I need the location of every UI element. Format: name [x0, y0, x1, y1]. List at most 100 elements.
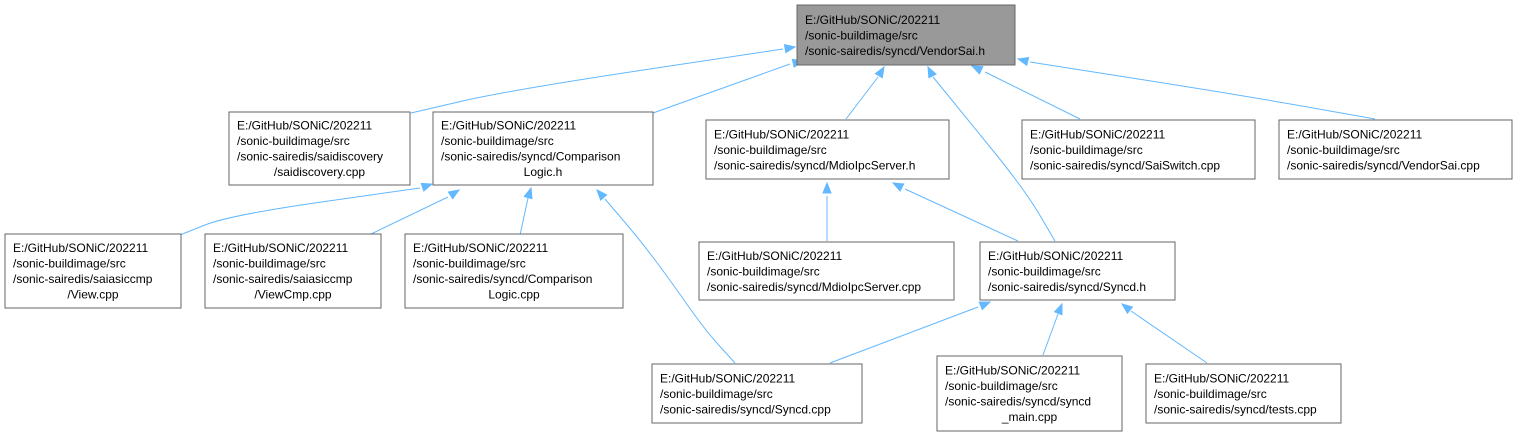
edge-arrowhead: [978, 301, 992, 311]
node-label-line: E:/GitHub/SONiC/202211: [707, 249, 843, 263]
edge-n7-to-n2: [368, 189, 461, 236]
node-label-line: /sonic-sairedis/syncd/SaiSwitch.cpp: [1030, 158, 1220, 172]
node-box: [979, 241, 1176, 301]
node-box: [4, 233, 182, 309]
node-box: [796, 4, 1016, 66]
node-label-line: E:/GitHub/SONiC/202211: [945, 364, 1081, 378]
graph-node[interactable]: E:/GitHub/SONiC/202211/sonic-buildimage/…: [1021, 119, 1256, 180]
edge-arrowhead: [447, 189, 461, 200]
edge-line: [904, 188, 1019, 242]
edges-layer: [179, 44, 1376, 364]
edge-n13-to-n10: [1120, 303, 1208, 364]
graph-node[interactable]: E:/GitHub/SONiC/202211/sonic-buildimage/…: [1278, 119, 1513, 180]
graph-node[interactable]: E:/GitHub/SONiC/202211/sonic-buildimage/…: [432, 111, 654, 186]
edge-line: [179, 187, 421, 236]
edge-arrowhead: [1053, 302, 1063, 316]
node-label-line: E:/GitHub/SONiC/202211: [660, 371, 796, 385]
graph-node-root: E:/GitHub/SONiC/202211/sonic-buildimage/…: [796, 4, 1016, 66]
node-label-line: _main.cpp: [1001, 410, 1058, 424]
node-label-line: E:/GitHub/SONiC/202211: [988, 249, 1124, 263]
graph-node[interactable]: E:/GitHub/SONiC/202211/sonic-buildimage/…: [4, 233, 182, 309]
edge-n11-to-n10: [829, 301, 992, 364]
edge-line: [410, 48, 784, 114]
edge-arrowhead: [783, 44, 797, 54]
node-label-line: /sonic-buildimage/src: [1287, 143, 1400, 157]
node-label-line: E:/GitHub/SONiC/202211: [1030, 127, 1166, 141]
node-label-line: /sonic-buildimage/src: [945, 379, 1058, 393]
node-label-line: /sonic-sairedis/syncd/Syncd.cpp: [660, 402, 831, 416]
node-label-line: E:/GitHub/SONiC/202211: [805, 13, 941, 27]
graph-node[interactable]: E:/GitHub/SONiC/202211/sonic-buildimage/…: [698, 241, 955, 301]
node-label-line: E:/GitHub/SONiC/202211: [441, 119, 577, 133]
edge-n10-to-n3: [891, 182, 1019, 242]
node-label-line: /sonic-sairedis/syncd/Comparison: [413, 272, 592, 286]
node-box: [228, 111, 411, 186]
node-label-line: /sonic-sairedis/syncd/Comparison: [441, 150, 620, 164]
node-label-line: /sonic-sairedis/syncd/tests.cpp: [1154, 402, 1317, 416]
graph-node[interactable]: E:/GitHub/SONiC/202211/sonic-buildimage/…: [1145, 363, 1342, 424]
edge-n5-to-n0: [1016, 56, 1376, 120]
edge-line: [1029, 61, 1376, 120]
edge-line: [829, 306, 979, 364]
edge-n11-to-n2: [596, 188, 736, 364]
node-box: [404, 233, 624, 309]
node-box: [432, 111, 654, 186]
edge-n2-to-n0: [652, 58, 805, 114]
edge-arrowhead: [874, 65, 885, 79]
edge-n12-to-n10: [1042, 302, 1063, 356]
edge-line: [652, 63, 791, 114]
node-box: [1278, 119, 1513, 180]
graph-node[interactable]: E:/GitHub/SONiC/202211/sonic-buildimage/…: [936, 355, 1123, 432]
edge-arrowhead: [927, 65, 937, 79]
node-box: [651, 363, 863, 424]
graph-node[interactable]: E:/GitHub/SONiC/202211/sonic-buildimage/…: [228, 111, 411, 186]
node-label-line: /sonic-buildimage/src: [1030, 143, 1143, 157]
node-label-line: E:/GitHub/SONiC/202211: [413, 241, 549, 255]
edge-n1-to-n0: [410, 44, 797, 114]
edge-arrowhead: [891, 182, 905, 192]
edge-arrowhead: [596, 188, 608, 201]
node-box: [1021, 119, 1256, 180]
edge-n10-to-n0: [927, 65, 1056, 242]
node-label-line: /sonic-sairedis/syncd/MdioIpcServer.cpp: [707, 280, 921, 294]
edge-line: [604, 198, 736, 364]
node-label-line: /sonic-buildimage/src: [237, 134, 350, 148]
nodes-layer: E:/GitHub/SONiC/202211/sonic-buildimage/…: [4, 4, 1513, 432]
node-label-line: E:/GitHub/SONiC/202211: [213, 241, 349, 255]
graph-node[interactable]: E:/GitHub/SONiC/202211/sonic-buildimage/…: [979, 241, 1176, 301]
node-label-line: /sonic-sairedis/syncd/MdioIpcServer.h: [714, 158, 915, 172]
edge-n8-to-n2: [519, 186, 533, 236]
graph-node[interactable]: E:/GitHub/SONiC/202211/sonic-buildimage/…: [651, 363, 863, 424]
node-label-line: E:/GitHub/SONiC/202211: [1154, 371, 1290, 385]
node-label-line: /sonic-sairedis/syncd/Syncd.h: [988, 280, 1146, 294]
node-label-line: E:/GitHub/SONiC/202211: [237, 119, 373, 133]
edge-line: [368, 196, 449, 236]
node-label-line: E:/GitHub/SONiC/202211: [1287, 127, 1423, 141]
edge-line: [1042, 313, 1059, 356]
node-label-line: E:/GitHub/SONiC/202211: [714, 127, 850, 141]
edge-arrowhead: [1016, 56, 1030, 67]
edge-line: [845, 76, 879, 120]
node-label-line: /sonic-sairedis/syncd/VendorSai.cpp: [1287, 158, 1480, 172]
node-box: [204, 233, 382, 309]
node-label-line: /sonic-buildimage/src: [1154, 387, 1267, 401]
node-box: [1145, 363, 1342, 424]
edge-line: [984, 71, 1081, 120]
edge-n4-to-n0: [970, 65, 1081, 120]
node-label-line: E:/GitHub/SONiC/202211: [13, 241, 149, 255]
graph-node[interactable]: E:/GitHub/SONiC/202211/sonic-buildimage/…: [705, 119, 950, 180]
edge-line: [1130, 310, 1208, 364]
node-label-line: /sonic-sairedis/saidiscovery: [237, 150, 383, 164]
node-label-line: /sonic-buildimage/src: [13, 257, 126, 271]
node-label-line: /saidiscovery.cpp: [274, 165, 365, 179]
node-label-line: /sonic-buildimage/src: [413, 257, 526, 271]
node-box: [705, 119, 950, 180]
edge-n3-to-n0: [845, 65, 885, 120]
node-label-line: /ViewCmp.cpp: [254, 288, 331, 302]
graph-node[interactable]: E:/GitHub/SONiC/202211/sonic-buildimage/…: [404, 233, 624, 309]
node-label-line: /sonic-sairedis/syncd/VendorSai.h: [805, 44, 985, 58]
edge-arrowhead: [1120, 303, 1134, 315]
graph-node[interactable]: E:/GitHub/SONiC/202211/sonic-buildimage/…: [204, 233, 382, 309]
node-label-line: /sonic-sairedis/syncd/syncd: [945, 395, 1091, 409]
